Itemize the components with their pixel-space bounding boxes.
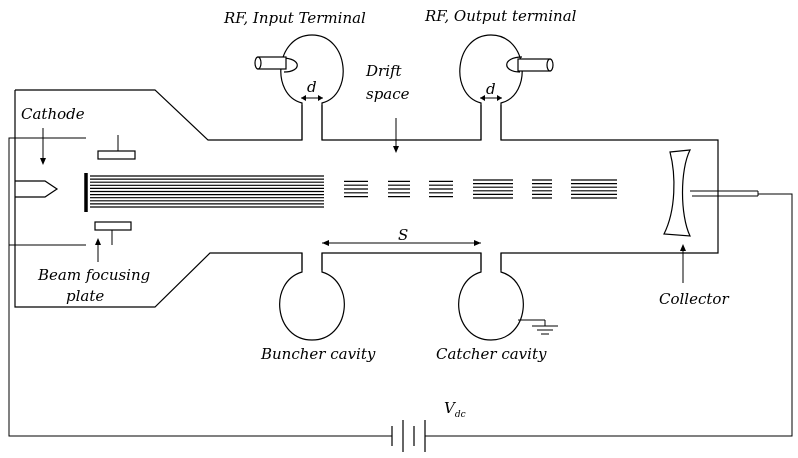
electron-bunches xyxy=(344,179,617,199)
s-arrow xyxy=(322,240,481,246)
output-cavity xyxy=(459,34,523,140)
vdc-label-main: V xyxy=(444,399,457,417)
rf-input-connector xyxy=(257,56,287,70)
rf-output-loop xyxy=(506,56,523,73)
d-label-left: d xyxy=(307,78,317,96)
catcher-cavity-label: Catcher cavity xyxy=(436,345,547,363)
d-arrow-right xyxy=(480,95,502,101)
d-arrow-left xyxy=(301,95,323,101)
focusing-plate-pointer xyxy=(95,238,101,262)
vdc-label-sub: dc xyxy=(455,410,466,420)
collector-pointer xyxy=(680,244,686,283)
beam-focusing-label-line2: plate xyxy=(66,287,104,305)
tube-body-lower-mid xyxy=(321,252,482,270)
cathode-heater xyxy=(15,180,59,198)
collector-electrode xyxy=(663,149,692,237)
drift-pointer xyxy=(393,118,399,153)
drift-label-line1: Drift xyxy=(365,62,403,80)
rf-output-label: RF, Output terminal xyxy=(424,7,577,25)
focusing-plate-top xyxy=(97,150,136,160)
buncher-cavity-label: Buncher cavity xyxy=(260,345,376,363)
rf-output-connector xyxy=(517,58,551,72)
ground-symbol xyxy=(518,319,558,335)
buncher-cavity-shape xyxy=(279,253,345,341)
rf-input-label: RF, Input Terminal xyxy=(223,9,366,27)
rf-input-connector-end xyxy=(254,56,262,70)
beam-focusing-label-line1: Beam focusing xyxy=(37,266,150,284)
focusing-plate-bottom xyxy=(94,221,132,231)
electron-beam xyxy=(90,175,324,208)
input-cavity xyxy=(280,34,344,140)
battery-symbol xyxy=(386,420,436,452)
vdc-label: Vdc xyxy=(444,399,466,420)
collector-label: Collector xyxy=(659,290,729,308)
cathode-pointer xyxy=(40,128,46,165)
dc-wire-left xyxy=(8,137,386,437)
rf-output-connector-end xyxy=(546,58,554,72)
d-label-right: d xyxy=(486,80,496,98)
drift-label-line2: space xyxy=(366,85,410,103)
catcher-cavity-shape xyxy=(458,253,524,341)
tube-body-upper-mid xyxy=(321,105,482,141)
cathode-label: Cathode xyxy=(21,105,85,123)
dc-wire-right xyxy=(436,193,793,437)
spacing-label: S xyxy=(398,226,408,244)
